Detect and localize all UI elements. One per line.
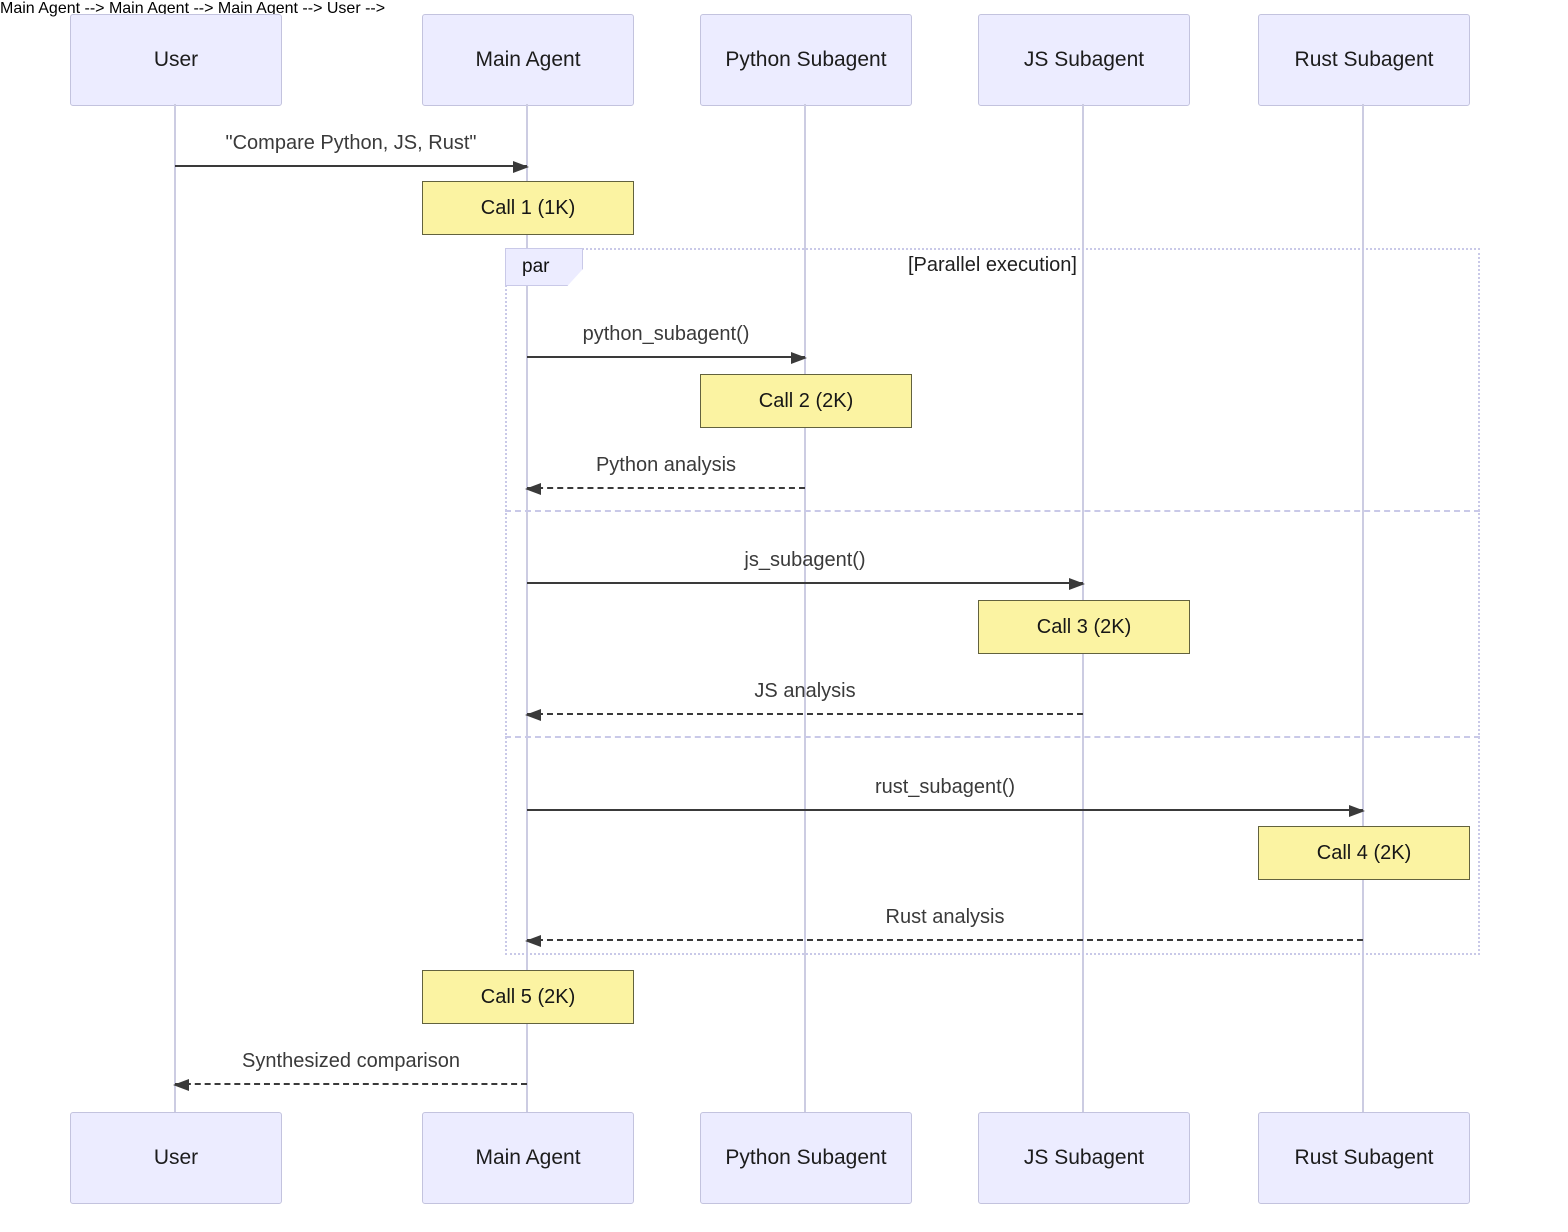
- actor-label: User: [153, 1146, 199, 1169]
- message-label: js_subagent(): [744, 549, 866, 571]
- lifeline-python-subagent: [804, 104, 806, 1112]
- message-label: Python analysis: [595, 454, 737, 476]
- actor-label: User: [153, 48, 199, 71]
- arrowhead-left-icon: [525, 483, 541, 495]
- actor-label: Main Agent: [475, 48, 581, 71]
- actor-top-rust-subagent: Rust Subagent: [1258, 14, 1470, 106]
- actor-label: Main Agent: [475, 1146, 581, 1169]
- par-frame: [505, 248, 1480, 955]
- actor-label: Python Subagent: [725, 48, 887, 71]
- arrowhead-right-icon: [1349, 805, 1365, 817]
- message-arrow: [527, 805, 1365, 817]
- actor-top-main-agent: Main Agent: [422, 14, 634, 106]
- note: Call 5 (2K): [422, 970, 634, 1024]
- note: Call 2 (2K): [700, 374, 912, 428]
- message-arrow: [525, 483, 805, 495]
- note: Call 1 (1K): [422, 181, 634, 235]
- actor-label: JS Subagent: [1023, 48, 1145, 71]
- message-label: "Compare Python, JS, Rust": [225, 132, 477, 154]
- actor-top-user: User: [70, 14, 282, 106]
- actor-top-python-subagent: Python Subagent: [700, 14, 912, 106]
- arrowhead-right-icon: [513, 161, 529, 173]
- note-label: Call 3 (2K): [1036, 615, 1132, 638]
- par-section-divider: [505, 510, 1480, 512]
- message-arrow: [527, 352, 807, 364]
- lifeline-user: [174, 104, 176, 1112]
- par-section-divider: [505, 736, 1480, 738]
- message-arrow: [175, 161, 529, 173]
- message-label: rust_subagent(): [874, 776, 1016, 798]
- actor-bottom-main-agent: Main Agent: [422, 1112, 634, 1204]
- par-label: par: [522, 256, 550, 277]
- arrowhead-right-icon: [1069, 578, 1085, 590]
- message-arrow: [525, 709, 1083, 721]
- message-arrow: [525, 935, 1363, 947]
- actor-bottom-js-subagent: JS Subagent: [978, 1112, 1190, 1204]
- message-label: python_subagent(): [582, 323, 750, 345]
- actor-bottom-rust-subagent: Rust Subagent: [1258, 1112, 1470, 1204]
- actor-top-js-subagent: JS Subagent: [978, 14, 1190, 106]
- message-label: JS analysis: [754, 680, 856, 702]
- arrowhead-right-icon: [791, 352, 807, 364]
- message-arrow: [527, 578, 1085, 590]
- note-label: Call 5 (2K): [480, 985, 576, 1008]
- lifeline-rust-subagent: [1362, 104, 1364, 1112]
- note: Call 4 (2K): [1258, 826, 1470, 880]
- arrowhead-left-icon: [173, 1079, 189, 1091]
- note: Call 3 (2K): [978, 600, 1190, 654]
- actor-bottom-user: User: [70, 1112, 282, 1204]
- message-label: Rust analysis: [885, 906, 1005, 928]
- note-label: Call 2 (2K): [758, 389, 854, 412]
- lifeline-main-agent: [526, 104, 528, 1112]
- message-arrow: [173, 1079, 527, 1091]
- note-label: Call 4 (2K): [1316, 841, 1412, 864]
- arrowhead-left-icon: [525, 709, 541, 721]
- actor-label: JS Subagent: [1023, 1146, 1145, 1169]
- actor-bottom-python-subagent: Python Subagent: [700, 1112, 912, 1204]
- arrowhead-left-icon: [525, 935, 541, 947]
- actor-label: Rust Subagent: [1294, 1146, 1434, 1169]
- par-label-tab: par: [505, 248, 583, 286]
- actor-label: Rust Subagent: [1294, 48, 1434, 71]
- actor-label: Python Subagent: [725, 1146, 887, 1169]
- message-label: Synthesized comparison: [242, 1050, 460, 1072]
- note-label: Call 1 (1K): [480, 196, 576, 219]
- par-title: [Parallel execution]: [908, 254, 1077, 276]
